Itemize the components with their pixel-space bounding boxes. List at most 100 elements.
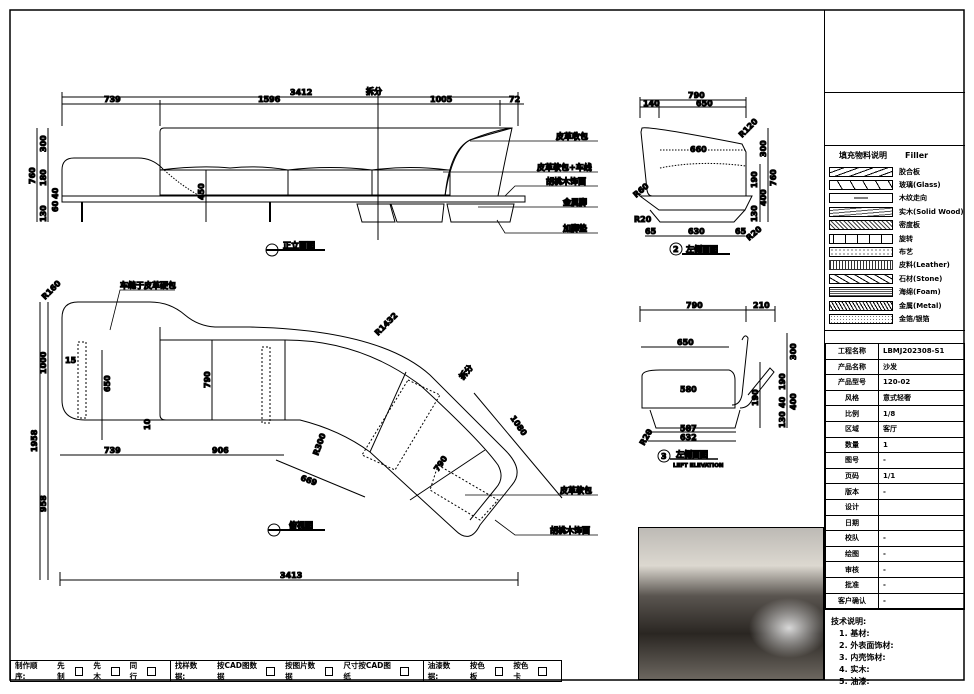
text-label: 比例 bbox=[825, 405, 879, 422]
plan-dim-790-end: 790 bbox=[432, 454, 449, 473]
plan-dim-739: 739 bbox=[104, 446, 121, 455]
production-order-group: 制作顺序: 先制 先木 同行 bbox=[11, 661, 171, 681]
text-label: - bbox=[878, 576, 965, 594]
section-dim-210: 210 bbox=[753, 301, 770, 310]
dim-739: 739 bbox=[104, 95, 121, 104]
plan-view-title: 俯视图 bbox=[289, 520, 313, 530]
side-dim-130: 130 bbox=[750, 205, 759, 222]
text-label: 皮料(Leather) bbox=[899, 261, 950, 270]
option-checkbox[interactable]: 同行 bbox=[130, 660, 156, 682]
checkbox-icon[interactable] bbox=[74, 666, 84, 676]
callout-leather-soft: 皮革软包+车线 bbox=[536, 162, 592, 172]
text-label: 风格 bbox=[825, 389, 879, 407]
text-label: 实木(Solid Wood) bbox=[899, 207, 964, 216]
option-checkbox[interactable]: 按CAD图数据 bbox=[217, 660, 276, 682]
side-view-title: 左侧面图 bbox=[685, 244, 718, 254]
callout-foot-pad: 加脚垫 bbox=[562, 223, 587, 233]
option-checkbox[interactable]: 按图片数据 bbox=[285, 660, 334, 682]
option-checkbox[interactable]: 先木 bbox=[93, 660, 120, 682]
section-dim-40: 40 bbox=[778, 396, 787, 408]
text-label: 产品型号 bbox=[825, 374, 879, 391]
text-label bbox=[878, 514, 965, 532]
text-label: - bbox=[878, 592, 965, 610]
text-label: 旋转 bbox=[899, 234, 913, 243]
plan-callout-leather: 皮革软包 bbox=[559, 485, 592, 495]
text-label: 区域 bbox=[825, 420, 879, 438]
front-view-title: 正立面图 bbox=[283, 240, 315, 250]
side-dim-300: 300 bbox=[759, 140, 768, 157]
callout-metal-leg: 金属脚 bbox=[562, 197, 587, 207]
text-label: 尺寸按CAD图纸 bbox=[343, 661, 391, 681]
legend-title-en: Filler bbox=[905, 151, 929, 160]
section-view-subtitle: LEFT ELEVATION bbox=[673, 463, 724, 469]
legend-item: 石材(Stone) bbox=[825, 272, 965, 285]
side-dim-r120: R120 bbox=[737, 117, 760, 140]
text-label: 版本 bbox=[825, 483, 879, 500]
dim-300: 300 bbox=[39, 135, 48, 152]
text-label: 工程名称 bbox=[825, 343, 879, 360]
section-view-title: 左侧面图 bbox=[675, 449, 708, 459]
plan-dim-650: 650 bbox=[103, 375, 112, 392]
dim-1005: 1005 bbox=[430, 95, 453, 104]
side-dim-140: 140 bbox=[643, 99, 660, 108]
table-row: 版本- bbox=[825, 483, 965, 500]
side-dim-650: 650 bbox=[696, 99, 713, 108]
section-dim-130: 130 bbox=[778, 411, 787, 428]
side-dim-r20-right: R20 bbox=[745, 224, 764, 242]
option-checkbox[interactable]: 按色板 bbox=[470, 660, 504, 682]
option-checkbox[interactable]: 按色卡 bbox=[513, 660, 547, 682]
text-label: - bbox=[878, 561, 965, 578]
text-label: - bbox=[878, 545, 965, 563]
checkbox-icon[interactable] bbox=[110, 666, 120, 676]
group-label: 找样数据: bbox=[174, 661, 198, 681]
checkbox-icon[interactable] bbox=[538, 666, 547, 676]
text-label: 校队 bbox=[825, 530, 879, 547]
legend-item: 海绵(Foam) bbox=[825, 286, 965, 299]
section-view-number: 3 bbox=[661, 452, 667, 461]
side-dim-760: 760 bbox=[769, 169, 778, 186]
production-options-bar: 制作顺序: 先制 先木 同行 找样数据: 按CAD图数据 按图片数据 尺寸按CA… bbox=[10, 660, 562, 682]
plan-dim-1080: 1080 bbox=[508, 414, 528, 438]
text-label: - bbox=[878, 483, 965, 500]
legend-item: 玻璃(Glass) bbox=[825, 178, 965, 191]
checkbox-icon[interactable] bbox=[399, 666, 409, 676]
text-label: 审核 bbox=[825, 561, 879, 578]
option-checkbox[interactable]: 尺寸按CAD图纸 bbox=[343, 660, 409, 682]
checkbox-icon[interactable] bbox=[266, 666, 276, 676]
section-dim-587: 587 bbox=[680, 424, 697, 433]
checkbox-icon[interactable] bbox=[324, 666, 334, 676]
sofa-reference-photo bbox=[638, 527, 824, 680]
plan-dim-958: 958 bbox=[39, 495, 48, 512]
group-label: 油漆数据: bbox=[427, 661, 451, 681]
checkbox-icon[interactable] bbox=[147, 666, 156, 676]
side-dim-660: 660 bbox=[690, 145, 707, 154]
plan-dim-1958: 1958 bbox=[30, 429, 39, 452]
text-label: 设计 bbox=[825, 498, 879, 516]
dim-1596: 1596 bbox=[258, 95, 281, 104]
plan-dim-669: 669 bbox=[299, 473, 318, 487]
table-row: 设计 bbox=[825, 498, 965, 516]
text-label: 页码 bbox=[825, 467, 879, 485]
table-row: 批准- bbox=[825, 576, 965, 594]
plan-dim-790: 790 bbox=[203, 371, 212, 388]
plan-callout-walnut: 胡桃木饰面 bbox=[550, 525, 590, 535]
text-label: LBMJ202308-S1 bbox=[878, 343, 965, 360]
technical-notes: 技术说明: 1. 基材: 2. 外表面饰材: 3. 内壳饰材: 4. 实木: 5… bbox=[825, 609, 965, 694]
split-label: 拆分 bbox=[366, 86, 382, 96]
plan-dim-15: 15 bbox=[65, 356, 77, 365]
plan-dim-1000: 1000 bbox=[39, 351, 48, 374]
table-row: 区域客厅 bbox=[825, 420, 965, 438]
tech-note: 4. 实木: bbox=[839, 665, 870, 675]
text-label: 批准 bbox=[825, 576, 879, 594]
checkbox-icon[interactable] bbox=[494, 666, 504, 676]
option-checkbox[interactable]: 先制 bbox=[57, 660, 84, 682]
plan-dim-3413: 3413 bbox=[280, 571, 302, 580]
plan-dim-906: 906 bbox=[212, 446, 229, 455]
side-view-number: 2 bbox=[673, 245, 679, 254]
group-label: 制作顺序: bbox=[15, 661, 38, 681]
